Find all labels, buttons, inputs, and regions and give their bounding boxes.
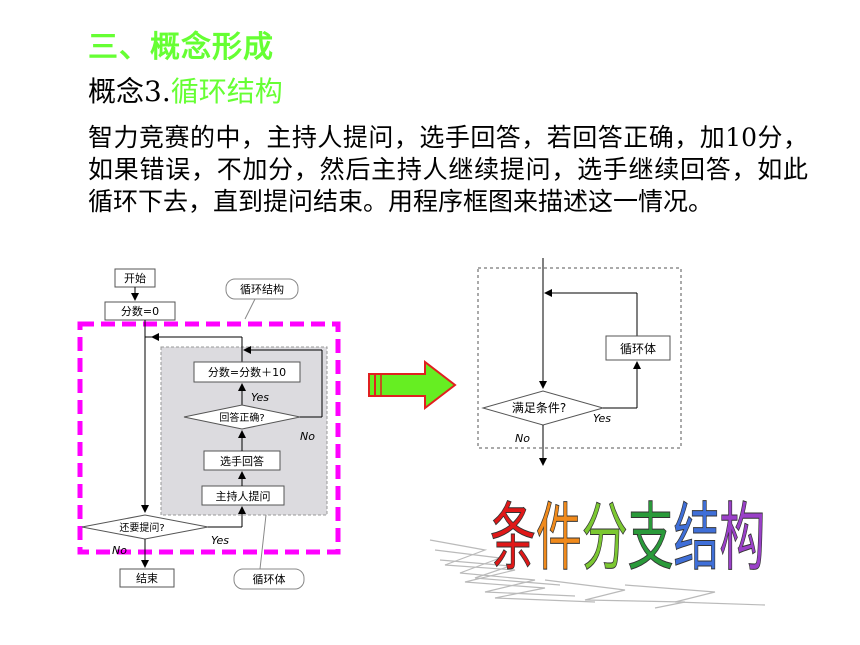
add-score-label: 分数=分数＋10 xyxy=(208,366,286,379)
wordart-char-4: 支 xyxy=(627,495,674,582)
end-terminal xyxy=(119,568,175,588)
decision-correct-label: 回答正确? xyxy=(219,411,264,424)
loop-body-box xyxy=(605,335,671,361)
yes-label-inner: Yes xyxy=(251,391,269,404)
loop-structure-callout xyxy=(225,278,299,300)
concept-prefix: 概念3. xyxy=(88,75,171,108)
wordart-shadow xyxy=(429,539,766,609)
wordart-char-6: 构 xyxy=(719,495,766,582)
wordart-char-5: 结 xyxy=(673,495,720,582)
generic-loop-flowchart: 循环体 满足条件? Yes No xyxy=(477,258,682,466)
loop-structure-callout-label: 循环结构 xyxy=(240,282,284,296)
loop-body-callout-label: 循环体 xyxy=(253,572,286,586)
wordart-title: 条件分支结构 xyxy=(490,478,766,585)
decision-more-label: 还要提问? xyxy=(119,521,164,534)
loop-structure-region xyxy=(77,321,341,555)
yes-label-outer: Yes xyxy=(211,534,229,547)
transform-arrow xyxy=(368,360,457,410)
yes-label: Yes xyxy=(593,412,611,425)
start-label: 开始 xyxy=(124,271,146,285)
no-label-outer: No xyxy=(112,544,127,557)
add-score-box xyxy=(193,361,301,383)
problem-description: 智力竞赛的中，主持人提问，选手回答，若回答正确，加10分，如果错误，不加分，然后… xyxy=(88,123,808,216)
answer-label: 选手回答 xyxy=(220,454,264,468)
condition-label: 满足条件? xyxy=(512,401,566,415)
init-score-box xyxy=(104,301,176,321)
loop-body-label: 循环体 xyxy=(620,342,656,356)
quiz-loop-flowchart: 开始 分数=0 循环结构 分数=分数＋10 Yes 回答正确? No 选手回答 … xyxy=(77,268,341,590)
end-label: 结束 xyxy=(136,572,158,585)
loop-body-callout xyxy=(233,568,305,590)
ask-box xyxy=(201,485,285,506)
wordart-char-2: 件 xyxy=(535,495,583,582)
concept-name: 循环结构 xyxy=(170,75,283,108)
init-score-label: 分数=0 xyxy=(121,305,159,318)
no-label-inner: No xyxy=(300,430,315,443)
wordart-char-3: 分 xyxy=(581,495,628,582)
section-title: 三、概念形成 xyxy=(88,30,274,65)
no-label: No xyxy=(515,432,530,445)
ask-label: 主持人提问 xyxy=(216,489,271,503)
concept-heading: 概念3.循环结构 xyxy=(88,70,283,110)
wordart-char-1: 条 xyxy=(490,495,537,582)
